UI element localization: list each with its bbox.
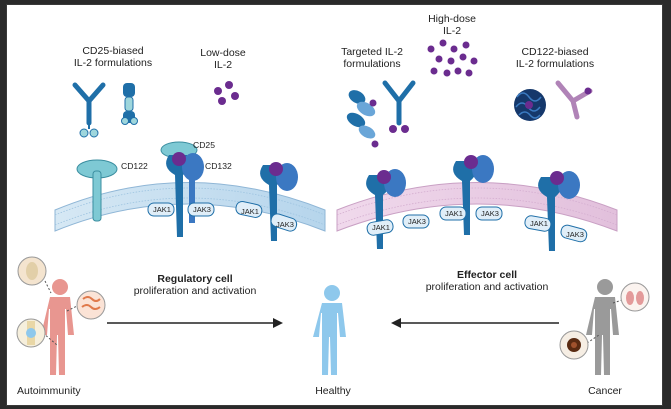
jak3-label-right-2: JAK3 — [481, 209, 499, 218]
targeted-il2-antibody-icon — [382, 80, 416, 133]
cd122-label: CD122 — [121, 161, 148, 171]
jak1-label-right-3: JAK1 — [530, 219, 548, 228]
autoimmunity-label: Autoimmunity — [17, 385, 81, 397]
high-affinity-il2-receptor-icon — [160, 141, 204, 237]
cd25-biased-antibody-icon — [72, 82, 106, 138]
left-jak-kinases — [147, 201, 298, 232]
right-il2-receptor-2-icon — [453, 155, 494, 235]
jak1-label-left-1: JAK1 — [153, 205, 171, 214]
regulatory-cell-caption: Regulatory cell proliferation and activa… — [133, 273, 257, 297]
targeted-il2-fusion-icon — [346, 90, 379, 148]
cd122-biased-antibody-icon — [555, 80, 593, 120]
healthy-body-figure — [313, 285, 346, 375]
jak1-label-right-1: JAK1 — [372, 223, 390, 232]
jak1-label-right-2: JAK1 — [445, 209, 463, 218]
cd25-receptor-icon — [76, 159, 118, 222]
diagram-graphics — [16, 39, 650, 375]
healthy-label: Healthy — [315, 385, 351, 397]
joint-tissue-inset — [17, 256, 52, 294]
cd122-biased-polymer-icon — [514, 89, 546, 121]
right-il2-receptor-1-icon — [366, 169, 406, 249]
cancer-label: Cancer — [588, 385, 622, 397]
cd25-label: CD25 — [193, 140, 215, 150]
right-il2-receptor-3-icon — [538, 171, 580, 251]
lung-tissue-inset — [612, 282, 650, 312]
effector-cell-caption: Effector cell proliferation and activati… — [425, 269, 549, 293]
cd25-biased-fusion-icon — [121, 83, 138, 125]
tumor-tissue-inset — [559, 330, 600, 360]
right-jak-kinases — [366, 206, 588, 243]
jak3-label-left-2: JAK3 — [276, 220, 294, 229]
arrow-to-healthy-right — [107, 318, 283, 328]
autoimmunity-body-figure — [41, 279, 74, 375]
high-dose-il2-molecules — [427, 39, 478, 77]
jak1-label-left-2: JAK1 — [241, 207, 259, 216]
cd132-label: CD132 — [205, 161, 232, 171]
cancer-body-figure — [586, 279, 619, 375]
left-cell-membrane — [54, 182, 326, 232]
jak3-label-right-3: JAK3 — [566, 230, 584, 239]
low-dose-il2-molecules — [214, 81, 239, 105]
intestine-tissue-inset — [66, 290, 106, 320]
jak3-label-right-1: JAK3 — [408, 217, 426, 226]
intermediate-il2-receptor-icon — [260, 162, 298, 241]
knee-tissue-inset — [16, 318, 58, 348]
jak3-label-left-1: JAK3 — [193, 205, 211, 214]
arrow-to-healthy-left — [391, 318, 559, 328]
